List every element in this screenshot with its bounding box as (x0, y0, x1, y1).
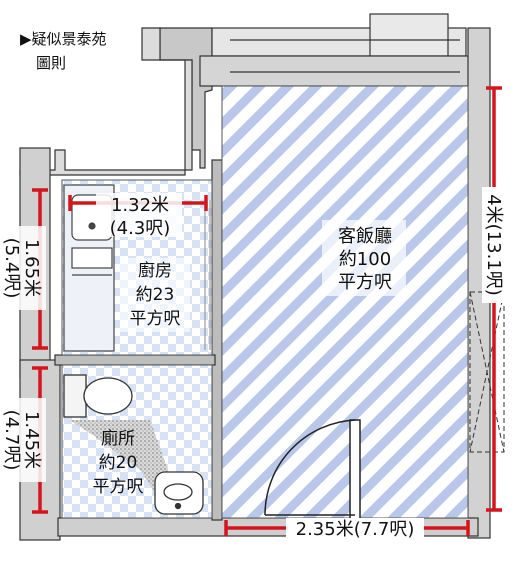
kitchen-name: 廚房 (138, 260, 172, 281)
living-depth-text: 4米(13.1呎) (483, 194, 504, 296)
kitchen-area-text: 約23 (136, 285, 175, 305)
living-room-name: 客飯廳 (338, 226, 392, 247)
kitchen-label: 廚房 約23 平方呎 (120, 258, 190, 332)
toilet-fixtures (63, 374, 204, 515)
toilet-unit: 平方呎 (93, 477, 144, 497)
kitchen-depth-ft: (5.4呎) (1, 238, 22, 299)
living-room-label: 客飯廳 約100 平方呎 (322, 220, 406, 296)
kitchen-width-ft: (4.3呎) (110, 218, 171, 239)
caption-line1: ▶疑似景泰苑 (20, 30, 107, 48)
door (264, 419, 361, 521)
living-room-area-text: 約100 (339, 249, 391, 270)
living-room-area (221, 85, 469, 519)
toilet-depth-label: 1.45米 (4.7呎) (1, 398, 46, 482)
caption-line2: 圖則 (36, 54, 66, 72)
kitchen-width-m: 1.32米 (111, 195, 169, 216)
kitchen-unit: 平方呎 (130, 309, 181, 329)
kitchen-counter-lines (204, 200, 211, 350)
living-room-unit: 平方呎 (338, 272, 392, 293)
toilet-area-text: 約20 (99, 453, 138, 473)
living-depth-label: 4米(13.1呎) (482, 187, 506, 303)
toilet-depth-m: 1.45米 (21, 411, 42, 469)
kitchen-depth-label: 1.65米 (5.4呎) (1, 226, 46, 310)
living-width-text: 2.35米(7.7呎) (296, 519, 415, 540)
toilet-depth-ft: (4.7呎) (1, 410, 22, 471)
toilet-label: 廁所 約20 平方呎 (93, 428, 144, 497)
kitchen-depth-m: 1.65米 (21, 239, 42, 297)
kitchen-width-label: 1.32米 (4.3呎) (96, 193, 182, 239)
toilet-name: 廁所 (101, 428, 135, 449)
living-width-label: 2.35米(7.7呎) (286, 518, 424, 540)
